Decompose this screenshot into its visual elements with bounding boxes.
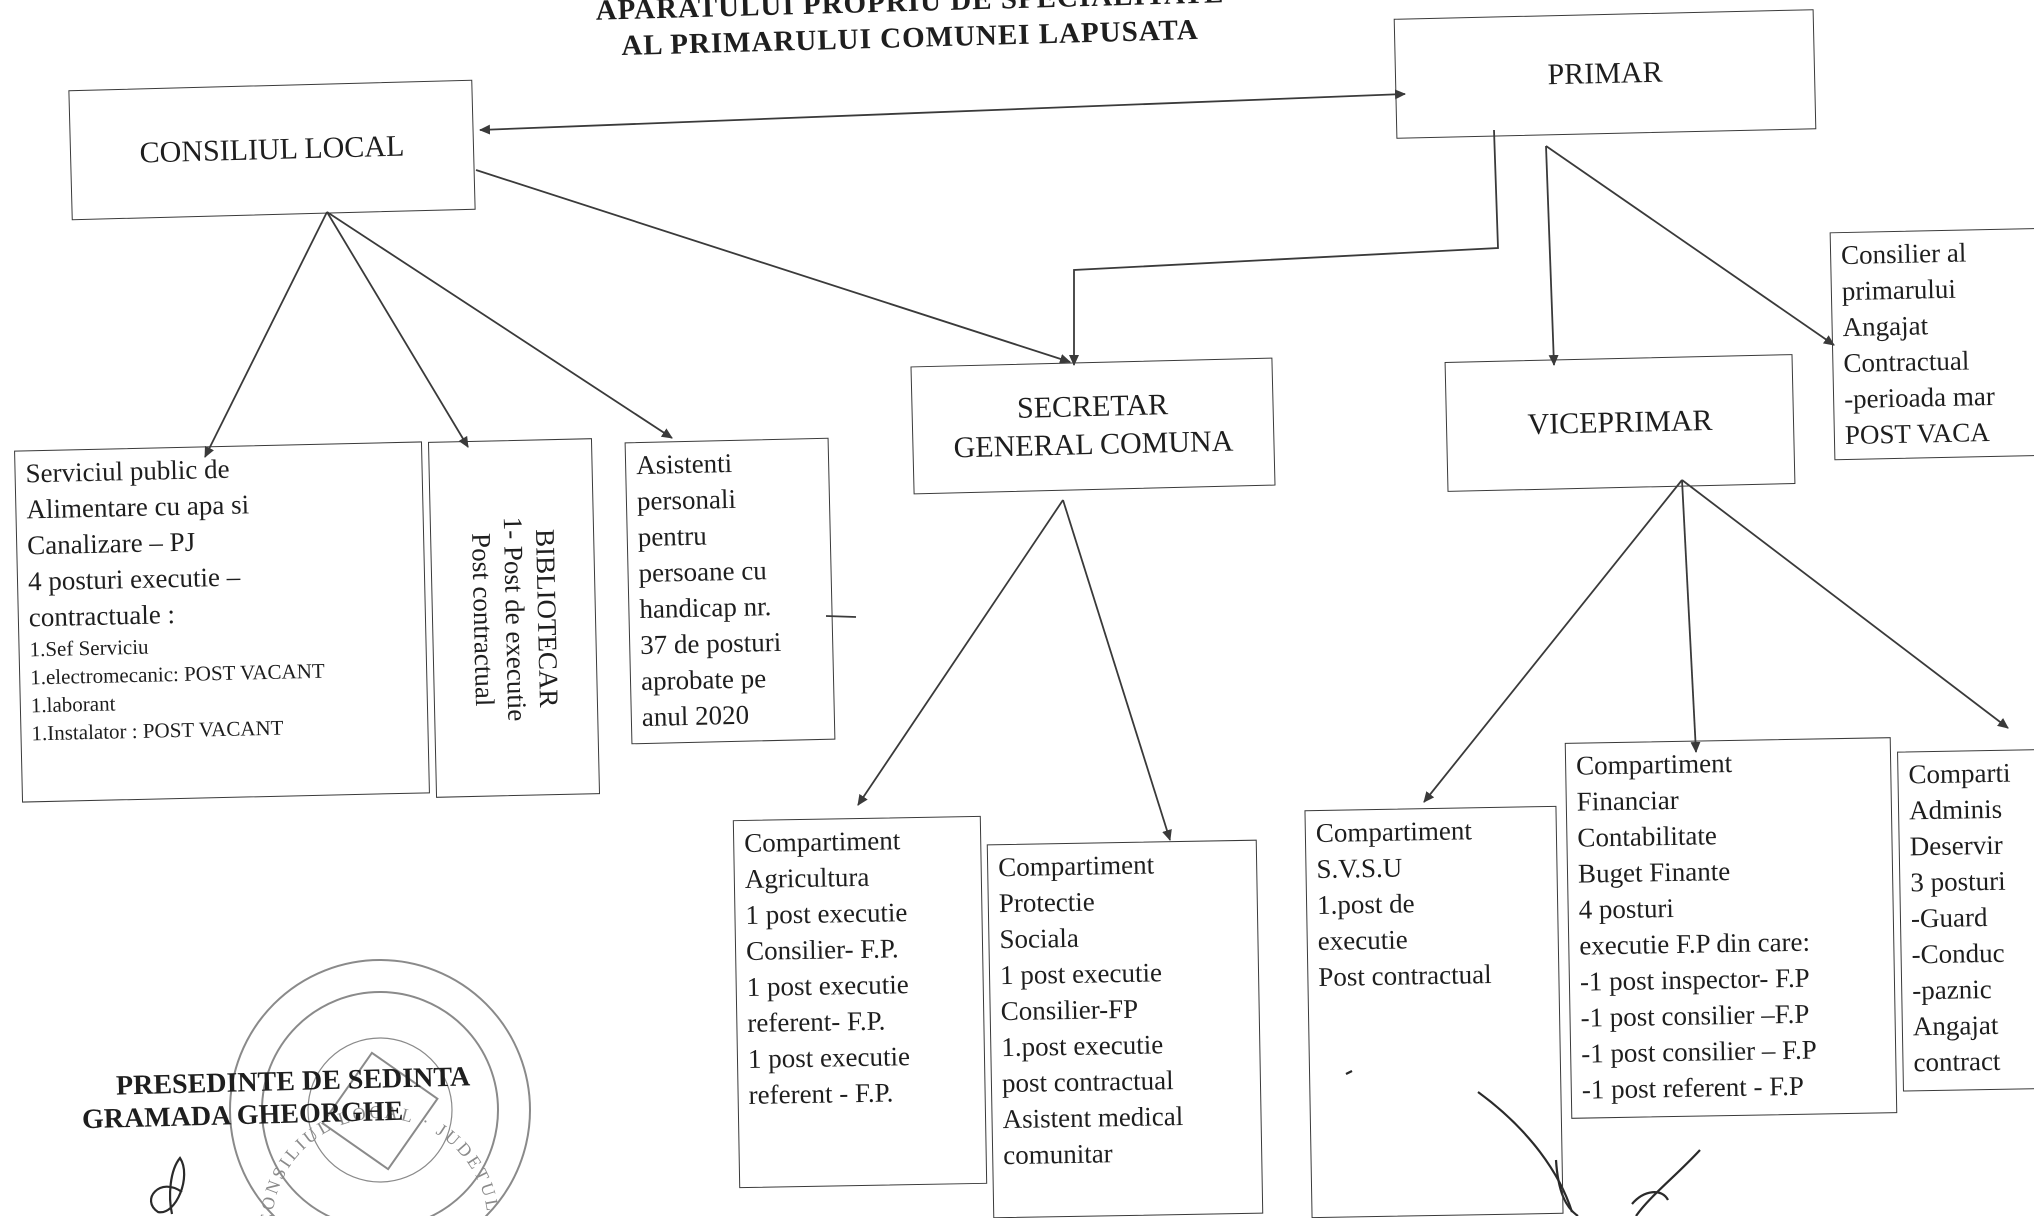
node-line: 1 post executie [745, 897, 908, 930]
handwritten-signature [150, 1070, 1701, 1216]
node-line: Protectie [998, 886, 1096, 919]
node-line: post contractual [1001, 1065, 1174, 1099]
node-line: 4 posturi [1578, 892, 1675, 925]
node-line: Adminis [1908, 793, 2003, 826]
arrow-vice-financiar [1681, 479, 1701, 753]
node-line: -Conduc [1911, 937, 2005, 970]
node-line: Asistent medical [1002, 1100, 1184, 1135]
arrow-primar-consiliu [479, 89, 1406, 135]
node-primar: PRIMAR [1393, 9, 1817, 139]
arrow-consiliu-serviciu [204, 211, 328, 458]
node-line: Consilier- F.P. [745, 933, 899, 966]
arrow-vice-administrativ [1681, 479, 2009, 729]
node-secretar-line: GENERAL COMUNA [953, 424, 1234, 465]
arrow-consiliu-secretar [475, 169, 1071, 364]
node-line: personali [636, 483, 737, 517]
node-line: referent- F.P. [747, 1005, 886, 1038]
node-line: persoane cu [638, 555, 768, 589]
node-line: -perioada mar [1843, 380, 1996, 415]
arrow-primar-viceprimar [1545, 145, 1559, 366]
node-line: 1 post executie [746, 969, 909, 1002]
node-line: Asistenti [635, 447, 733, 481]
node-line: Agricultura [744, 861, 870, 894]
node-line: Sociala [999, 922, 1080, 955]
node-line: Post contractual [466, 532, 500, 707]
node-line: Contabilitate [1577, 820, 1718, 853]
node-compartiment-protectie-sociala: Compartiment Protectie Sociala 1 post ex… [986, 839, 1264, 1218]
node-line: Angajat [1912, 1009, 1999, 1042]
node-line: Compartiment [1315, 815, 1473, 849]
arrow-primar-secretar [1069, 129, 1499, 366]
node-line: handicap nr. [639, 591, 772, 625]
node-line: -1 post consilier –F.P [1580, 998, 1810, 1033]
node-consilier-primar: Consilier al primarului Angajat Contract… [1829, 227, 2034, 461]
node-line: Financiar [1576, 784, 1679, 817]
node-line: Comparti [1908, 757, 2011, 790]
node-line: contract [1913, 1045, 2001, 1078]
node-line: 3 posturi [1910, 865, 2006, 898]
node-line: Compartiment [743, 825, 901, 858]
node-viceprimar: VICEPRIMAR [1444, 354, 1796, 492]
node-line: 1.post de [1316, 888, 1415, 921]
node-line: -1 post inspector- F.P [1579, 962, 1810, 997]
arrow-secretar-agricultura [857, 499, 1064, 806]
node-consiliul-local: CONSILIUL LOCAL [68, 79, 476, 221]
node-line: 37 de posturi [639, 626, 782, 661]
arrow-secretar-protectie [1062, 499, 1172, 841]
node-line: Contractual [1843, 345, 1970, 379]
node-line: -paznic [1911, 973, 1992, 1006]
node-line: primarului [1841, 273, 1957, 307]
node-line: 1 post executie [999, 957, 1163, 991]
node-line: aprobate pe [640, 663, 767, 697]
node-consiliul-local-label: CONSILIUL LOCAL [139, 129, 405, 170]
node-line: Buget Finante [1577, 856, 1731, 889]
node-line: Compartiment [1575, 747, 1733, 781]
node-line: Consilier-FP [1000, 993, 1139, 1027]
node-line: pentru [637, 520, 708, 553]
node-line: Compartiment [997, 849, 1155, 883]
node-line: comunitar [1002, 1138, 1113, 1171]
node-compartiment-agricultura: Compartiment Agricultura 1 post executie… [732, 815, 988, 1189]
node-line: referent - F.P. [748, 1077, 894, 1110]
node-biblioteca: BIBLIOTECAR 1- Post de executie Post con… [427, 438, 601, 798]
node-line: Deservir [1909, 829, 2003, 862]
node-secretar: SECRETAR GENERAL COMUNA [910, 357, 1276, 495]
node-serviciu-apa: Serviciul public de Alimentare cu apa si… [14, 441, 430, 803]
node-line: 1.post executie [1001, 1029, 1164, 1063]
node-line: POST VACA [1844, 417, 1990, 451]
node-compartiment-svsu: Compartiment S.V.S.U 1.post de executie … [1304, 805, 1564, 1218]
node-line: anul 2020 [641, 699, 750, 733]
node-asistenti-personali: Asistenti personali pentru persoane cu h… [624, 437, 836, 745]
node-biblioteca-rotated-text: BIBLIOTECAR 1- Post de executie Post con… [465, 516, 566, 723]
node-line: executie [1317, 924, 1408, 957]
arrow-consiliu-biblioteca [326, 211, 469, 448]
tick-mark [825, 615, 857, 618]
node-compartiment-financiar: Compartiment Financiar Contabilitate Bug… [1564, 737, 1898, 1119]
node-compartiment-administrativ: Comparti Adminis Deservir 3 posturi -Gua… [1897, 748, 2034, 1092]
node-line: Post contractual [1318, 958, 1492, 993]
arrow-primar-consilier [1545, 145, 1835, 346]
node-line: Angajat [1842, 310, 1929, 343]
node-line: 1 post executie [747, 1041, 911, 1074]
arrow-consiliu-asistenti [326, 211, 673, 439]
node-line: executie F.P din care: [1579, 926, 1811, 961]
node-line: BIBLIOTECAR [529, 528, 565, 708]
node-primar-label: PRIMAR [1547, 55, 1663, 92]
node-line: -Guard [1910, 902, 1988, 934]
node-line: S.V.S.U [1316, 852, 1403, 885]
node-line: 1- Post de executie [497, 516, 533, 722]
node-viceprimar-label: VICEPRIMAR [1527, 403, 1713, 442]
node-line: Consilier al [1840, 237, 1967, 271]
arrow-vice-svsu [1423, 479, 1683, 803]
node-line: -1 post consilier – F.P [1580, 1034, 1817, 1069]
node-line: -1 post referent - F.P [1581, 1070, 1805, 1105]
